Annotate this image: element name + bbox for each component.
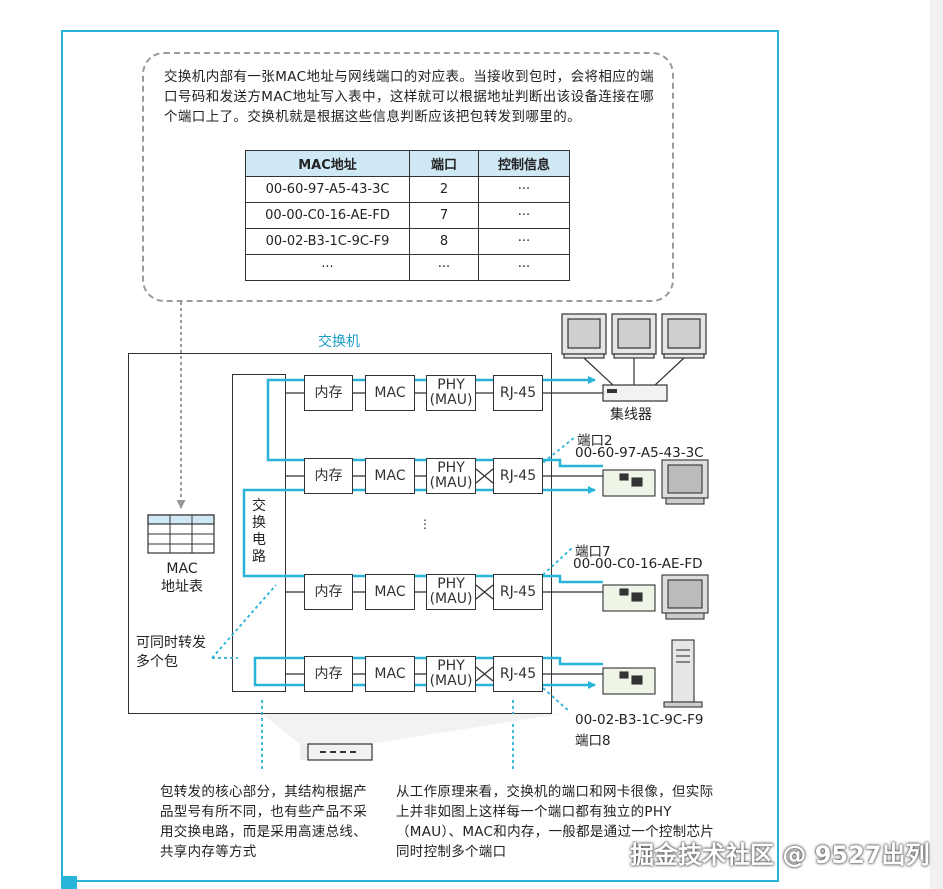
mac-table-callout bbox=[142, 52, 674, 302]
port2-name: 端口2 bbox=[577, 433, 613, 449]
frame-bottom-rule bbox=[77, 880, 779, 882]
table-row: 00-60-97-A5-43-3C 2 ··· bbox=[245, 176, 570, 203]
hub-icon bbox=[561, 313, 707, 402]
table-header-mac: MAC地址 bbox=[245, 150, 410, 177]
mac-block: MAC bbox=[365, 458, 415, 494]
callout-text: 交换机内部有一张MAC地址与网线端口的对应表。当接收到包时，会将相应的端口号码和… bbox=[164, 69, 654, 125]
rj45-block: RJ-45 bbox=[493, 574, 543, 610]
switching-circuit bbox=[232, 374, 286, 692]
computer-port7-icon bbox=[602, 574, 709, 620]
more-ports-ellipsis: ⋮ bbox=[419, 517, 431, 531]
frame-corner-marker bbox=[61, 876, 77, 889]
watermark: 掘金技术社区 @ 9527出列 bbox=[630, 841, 930, 869]
computer-port2-icon bbox=[602, 459, 709, 505]
memory-block: 内存 bbox=[304, 375, 353, 411]
mac-block: MAC bbox=[365, 656, 415, 692]
table-cell-control: ··· bbox=[478, 202, 570, 229]
table-header-control: 控制信息 bbox=[478, 150, 570, 177]
note-port-principle: 从工作原理来看，交换机的端口和网卡很像，但实际上并非如图上这样每一个端口都有独立… bbox=[396, 784, 715, 860]
rj45-block: RJ-45 bbox=[493, 375, 543, 411]
mac-address-table: MAC地址 端口 控制信息 00-60-97-A5-43-3C 2 ··· 00… bbox=[245, 150, 570, 281]
phy-block: PHY (MAU) bbox=[426, 574, 476, 610]
switch-title: 交换机 bbox=[318, 334, 360, 350]
table-cell-port: 7 bbox=[409, 202, 479, 229]
memory-block: 内存 bbox=[304, 656, 353, 692]
phy-block: PHY (MAU) bbox=[426, 375, 476, 411]
table-cell-mac: 00-00-C0-16-AE-FD bbox=[245, 202, 410, 229]
table-cell-mac: ··· bbox=[245, 254, 410, 281]
port7-name: 端口7 bbox=[575, 544, 611, 560]
scrollbar-track[interactable] bbox=[930, 0, 943, 889]
hub-label: 集线器 bbox=[610, 407, 652, 423]
table-row: 00-00-C0-16-AE-FD 7 ··· bbox=[245, 202, 570, 229]
multi-forward-label: 可同时转发 多个包 bbox=[136, 635, 206, 670]
switching-circuit-label: 交换电路 bbox=[252, 498, 266, 565]
port8-mac: 00-02-B3-1C-9C-F9 bbox=[575, 712, 704, 728]
table-cell-port: 8 bbox=[409, 228, 479, 255]
memory-block: 内存 bbox=[304, 574, 353, 610]
table-row: ··· ··· ··· bbox=[245, 254, 570, 281]
rj45-block: RJ-45 bbox=[493, 656, 543, 692]
port2-mac: 00-60-97-A5-43-3C bbox=[575, 445, 704, 461]
table-cell-control: ··· bbox=[478, 254, 570, 281]
rj45-block: RJ-45 bbox=[493, 458, 543, 494]
note-switching-core: 包转发的核心部分，其结构根据产品型号有所不同，也有些产品不采用交换电路，而是采用… bbox=[160, 784, 367, 860]
switch-device-icon bbox=[307, 743, 373, 761]
port7-mac: 00-00-C0-16-AE-FD bbox=[573, 556, 703, 572]
table-cell-control: ··· bbox=[478, 176, 570, 203]
table-header-port: 端口 bbox=[409, 150, 479, 177]
memory-block: 内存 bbox=[304, 458, 353, 494]
server-port8-icon bbox=[602, 639, 703, 708]
mac-table-label: MAC 地址表 bbox=[161, 561, 203, 595]
mac-table-icon bbox=[147, 514, 215, 554]
phy-block: PHY (MAU) bbox=[426, 458, 476, 494]
port8-name: 端口8 bbox=[575, 733, 611, 749]
mac-block: MAC bbox=[365, 574, 415, 610]
mac-block: MAC bbox=[365, 375, 415, 411]
phy-block: PHY (MAU) bbox=[426, 656, 476, 692]
